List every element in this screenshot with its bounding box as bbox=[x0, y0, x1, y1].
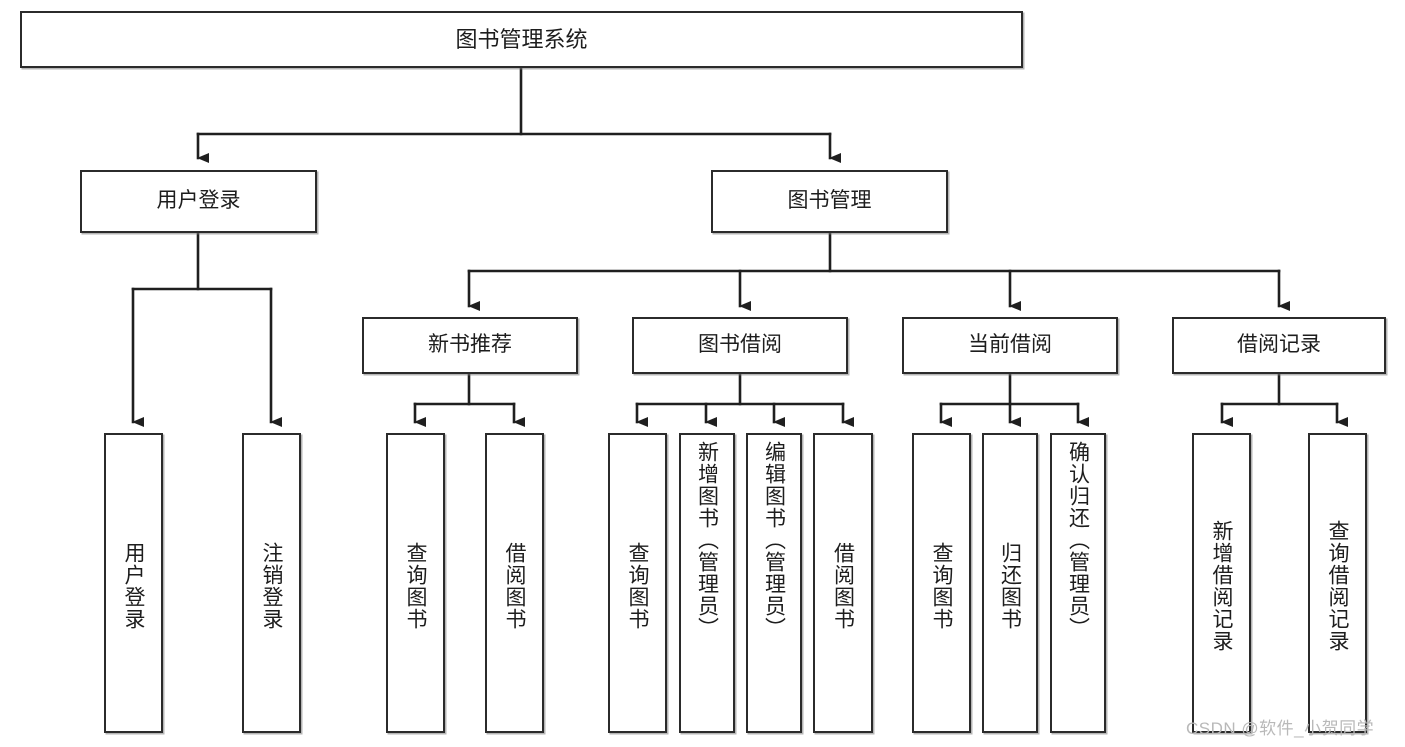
node-label: 查询图书 bbox=[626, 542, 649, 630]
node-label: 新书推荐 bbox=[428, 333, 512, 357]
node-label: 当前借阅 bbox=[968, 333, 1052, 357]
node-label: 确认归还（管理员） bbox=[1066, 441, 1090, 639]
node-book-borrow[interactable]: 图书借阅 bbox=[632, 317, 848, 374]
leaf-logout[interactable]: 注销登录 bbox=[242, 433, 301, 733]
leaf-user-login[interactable]: 用户登录 bbox=[104, 433, 163, 733]
node-label: 图书管理 bbox=[787, 189, 872, 213]
leaf-query-book-current[interactable]: 查询图书 bbox=[912, 433, 971, 733]
node-label: 编辑图书（管理员） bbox=[762, 441, 786, 639]
node-label: 查询借阅记录 bbox=[1326, 520, 1349, 652]
node-label: 新增图书（管理员） bbox=[695, 441, 719, 639]
node-book-management[interactable]: 图书管理 bbox=[711, 170, 948, 233]
node-label: 查询图书 bbox=[404, 542, 427, 630]
leaf-query-book-borrow[interactable]: 查询图书 bbox=[608, 433, 667, 733]
leaf-query-book-recommend[interactable]: 查询图书 bbox=[386, 433, 445, 733]
node-borrow-record[interactable]: 借阅记录 bbox=[1172, 317, 1386, 374]
node-label: 借阅图书 bbox=[503, 542, 526, 630]
node-current-borrow[interactable]: 当前借阅 bbox=[902, 317, 1118, 374]
node-new-book-recommend[interactable]: 新书推荐 bbox=[362, 317, 578, 374]
node-root-book-management-system[interactable]: 图书管理系统 bbox=[20, 11, 1023, 68]
leaf-query-borrow-record[interactable]: 查询借阅记录 bbox=[1308, 433, 1367, 733]
node-label: 用户登录 bbox=[156, 189, 241, 213]
leaf-return-book[interactable]: 归还图书 bbox=[982, 433, 1038, 733]
node-label: 图书借阅 bbox=[698, 333, 782, 357]
node-label: 借阅记录 bbox=[1237, 333, 1321, 357]
node-label: 归还图书 bbox=[998, 542, 1022, 630]
leaf-confirm-return-admin[interactable]: 确认归还（管理员） bbox=[1050, 433, 1106, 733]
node-user-login[interactable]: 用户登录 bbox=[80, 170, 317, 233]
node-label: 新增借阅记录 bbox=[1210, 520, 1233, 652]
leaf-edit-book-admin[interactable]: 编辑图书（管理员） bbox=[746, 433, 802, 733]
node-label: 图书管理系统 bbox=[455, 26, 588, 52]
watermark-text: CSDN @软件_小贺同学 bbox=[1186, 719, 1375, 738]
node-label: 借阅图书 bbox=[831, 542, 855, 630]
node-label: 查询图书 bbox=[930, 542, 953, 630]
node-label: 用户登录 bbox=[122, 542, 145, 630]
leaf-borrow-book-recommend[interactable]: 借阅图书 bbox=[485, 433, 544, 733]
leaf-add-borrow-record[interactable]: 新增借阅记录 bbox=[1192, 433, 1251, 733]
leaf-borrow-book[interactable]: 借阅图书 bbox=[813, 433, 873, 733]
leaf-add-book-admin[interactable]: 新增图书（管理员） bbox=[679, 433, 735, 733]
node-label: 注销登录 bbox=[260, 542, 283, 630]
